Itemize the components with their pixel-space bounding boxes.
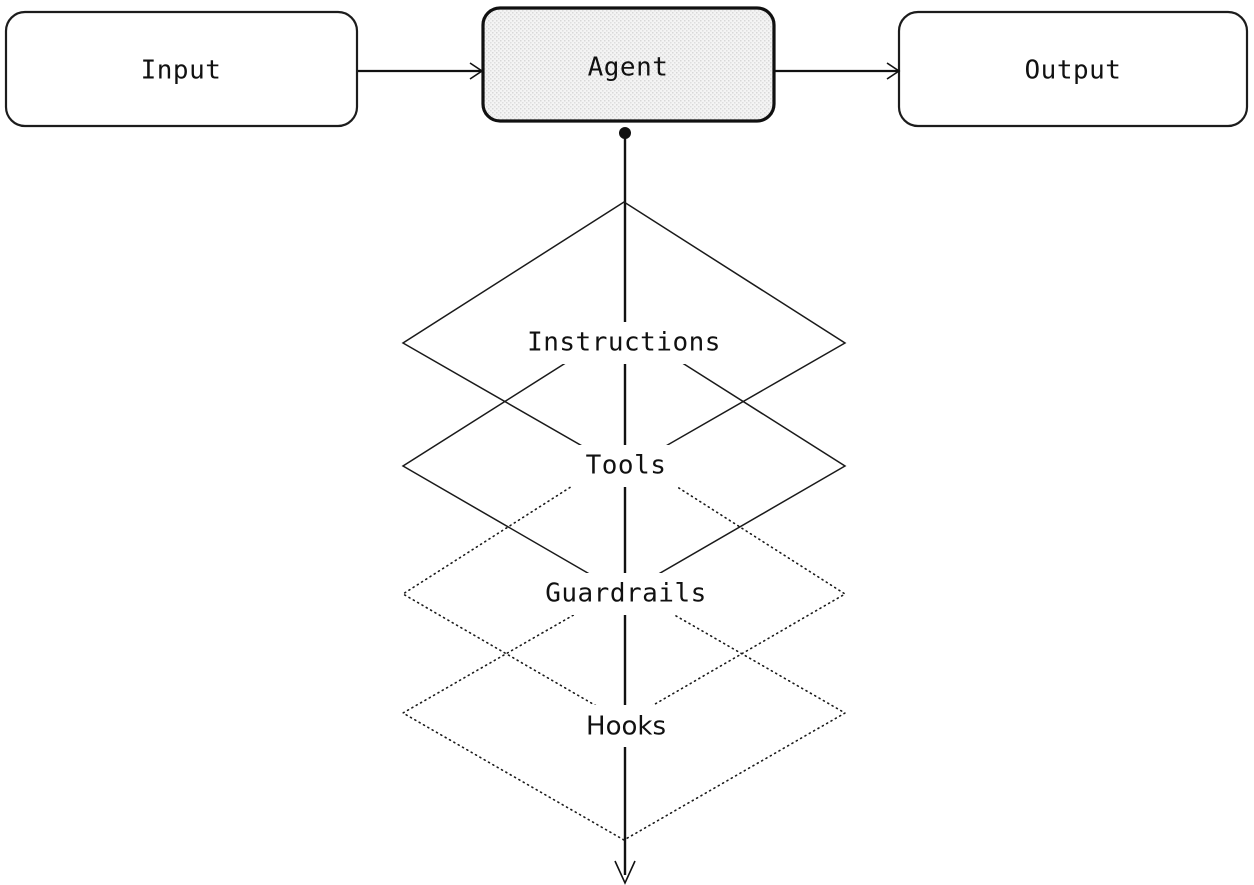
layer-guardrails[interactable] <box>401 452 847 723</box>
node-output[interactable]: Output <box>897 10 1249 128</box>
agent-label: Agent <box>588 53 669 83</box>
tools-label-backdrop <box>572 445 679 487</box>
guardrails-label-backdrop <box>528 573 724 615</box>
hooks-label: Hooks <box>586 712 666 742</box>
agent-box-shape <box>481 6 776 123</box>
layer-hooks[interactable] <box>401 585 847 841</box>
node-input[interactable]: Input <box>4 10 359 128</box>
spine-arrowhead <box>614 860 636 885</box>
output-box-shape <box>897 10 1249 128</box>
tools-label: Tools <box>586 451 667 481</box>
output-label: Output <box>1025 56 1122 86</box>
input-label: Input <box>141 56 222 86</box>
connector-input-to-agent <box>358 62 484 80</box>
agent-output-arrowhead <box>886 62 901 80</box>
guardrails-diamond-shape <box>401 452 847 723</box>
connector-agent-to-output <box>775 62 901 80</box>
node-agent[interactable]: Agent <box>481 6 776 123</box>
guardrails-label: Guardrails <box>545 579 707 609</box>
instructions-label-backdrop <box>507 322 745 364</box>
input-box-shape <box>4 10 359 128</box>
layer-label-group: Instructions Tools Guardrails Hooks <box>507 322 745 747</box>
hooks-label-backdrop <box>574 705 677 747</box>
instructions-label: Instructions <box>527 328 721 358</box>
connector-agent-spine <box>614 127 636 885</box>
hooks-diamond-shape <box>401 585 847 841</box>
input-agent-arrowhead <box>469 62 484 80</box>
